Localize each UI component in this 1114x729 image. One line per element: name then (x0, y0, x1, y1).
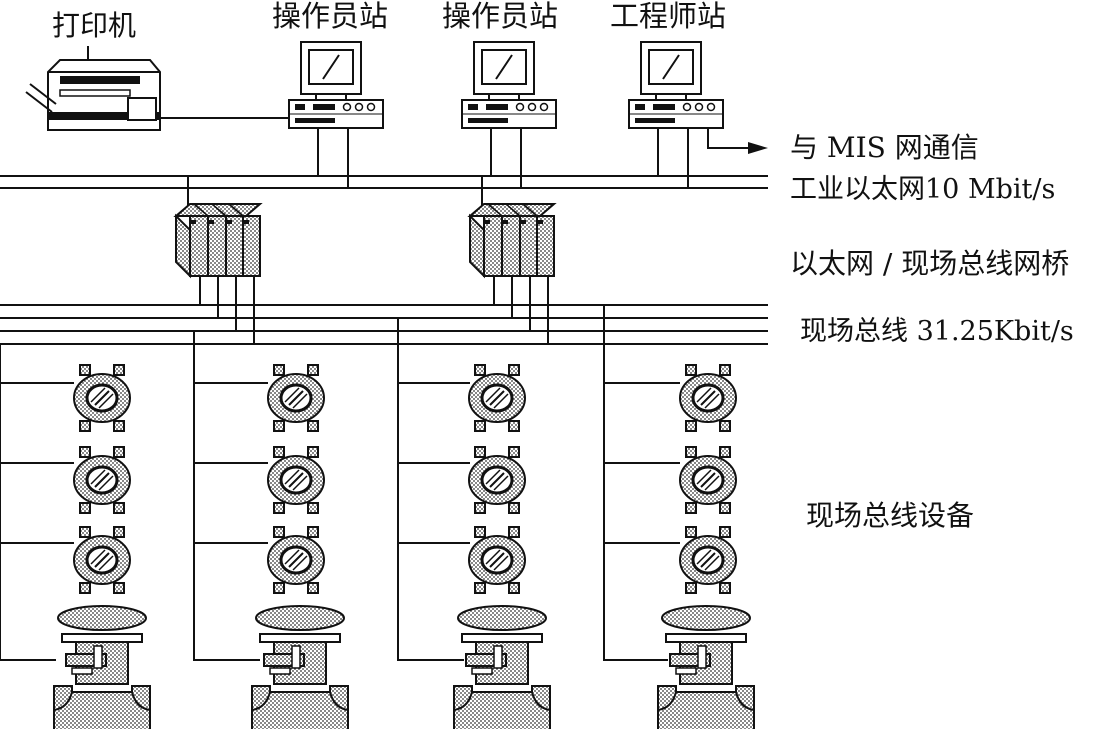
fieldbus-label: 现场总线 31.25Kbit/s (800, 316, 1074, 347)
ethernet-label: 工业以太网10 Mbit/s (790, 174, 1056, 205)
field-transmitter-icon (266, 525, 326, 595)
device-column-2 (193, 331, 349, 729)
mis-arrow (707, 128, 768, 154)
printer-icon (25, 46, 161, 131)
control-valve-icon (53, 605, 151, 729)
bridge-label: 以太网 / 现场总线网桥 (790, 247, 1070, 280)
field-transmitter-icon (678, 525, 738, 595)
control-valve-icon (453, 605, 551, 729)
field-transmitter-icon (678, 363, 738, 433)
mis-link-label: 与 MIS 网通信 (790, 131, 979, 164)
operator-station-2-icon (461, 41, 557, 129)
ethernet-bus (0, 175, 768, 189)
device-column-3 (397, 318, 551, 729)
bridge-1-icon (175, 203, 261, 277)
bridge-fieldbus-links (199, 276, 549, 344)
fieldbus-lines (0, 304, 768, 345)
field-transmitter-icon (72, 525, 132, 595)
field-transmitter-icon (467, 363, 527, 433)
field-transmitter-icon (467, 445, 527, 515)
engineer-station-icon (628, 41, 724, 129)
field-devices-label: 现场总线设备 (806, 499, 975, 532)
field-transmitter-icon (678, 445, 738, 515)
control-valve-icon (657, 605, 755, 729)
operator-station-2-label: 操作员站 (442, 0, 559, 33)
engineer-station-label: 工程师站 (610, 0, 727, 33)
control-valve-icon (251, 605, 349, 729)
operator-station-1-label: 操作员站 (272, 0, 389, 33)
device-column-4 (603, 305, 755, 729)
field-transmitter-icon (266, 445, 326, 515)
printer-label: 打印机 (52, 9, 137, 42)
field-transmitter-icon (72, 445, 132, 515)
operator-station-1-icon (288, 41, 384, 129)
device-column-1 (0, 344, 151, 729)
field-transmitter-icon (266, 363, 326, 433)
workstation-links (317, 128, 689, 188)
bridge-2-icon (469, 203, 555, 277)
ethernet-bridge-links (187, 176, 483, 206)
field-transmitter-icon (467, 525, 527, 595)
field-transmitter-icon (72, 363, 132, 433)
